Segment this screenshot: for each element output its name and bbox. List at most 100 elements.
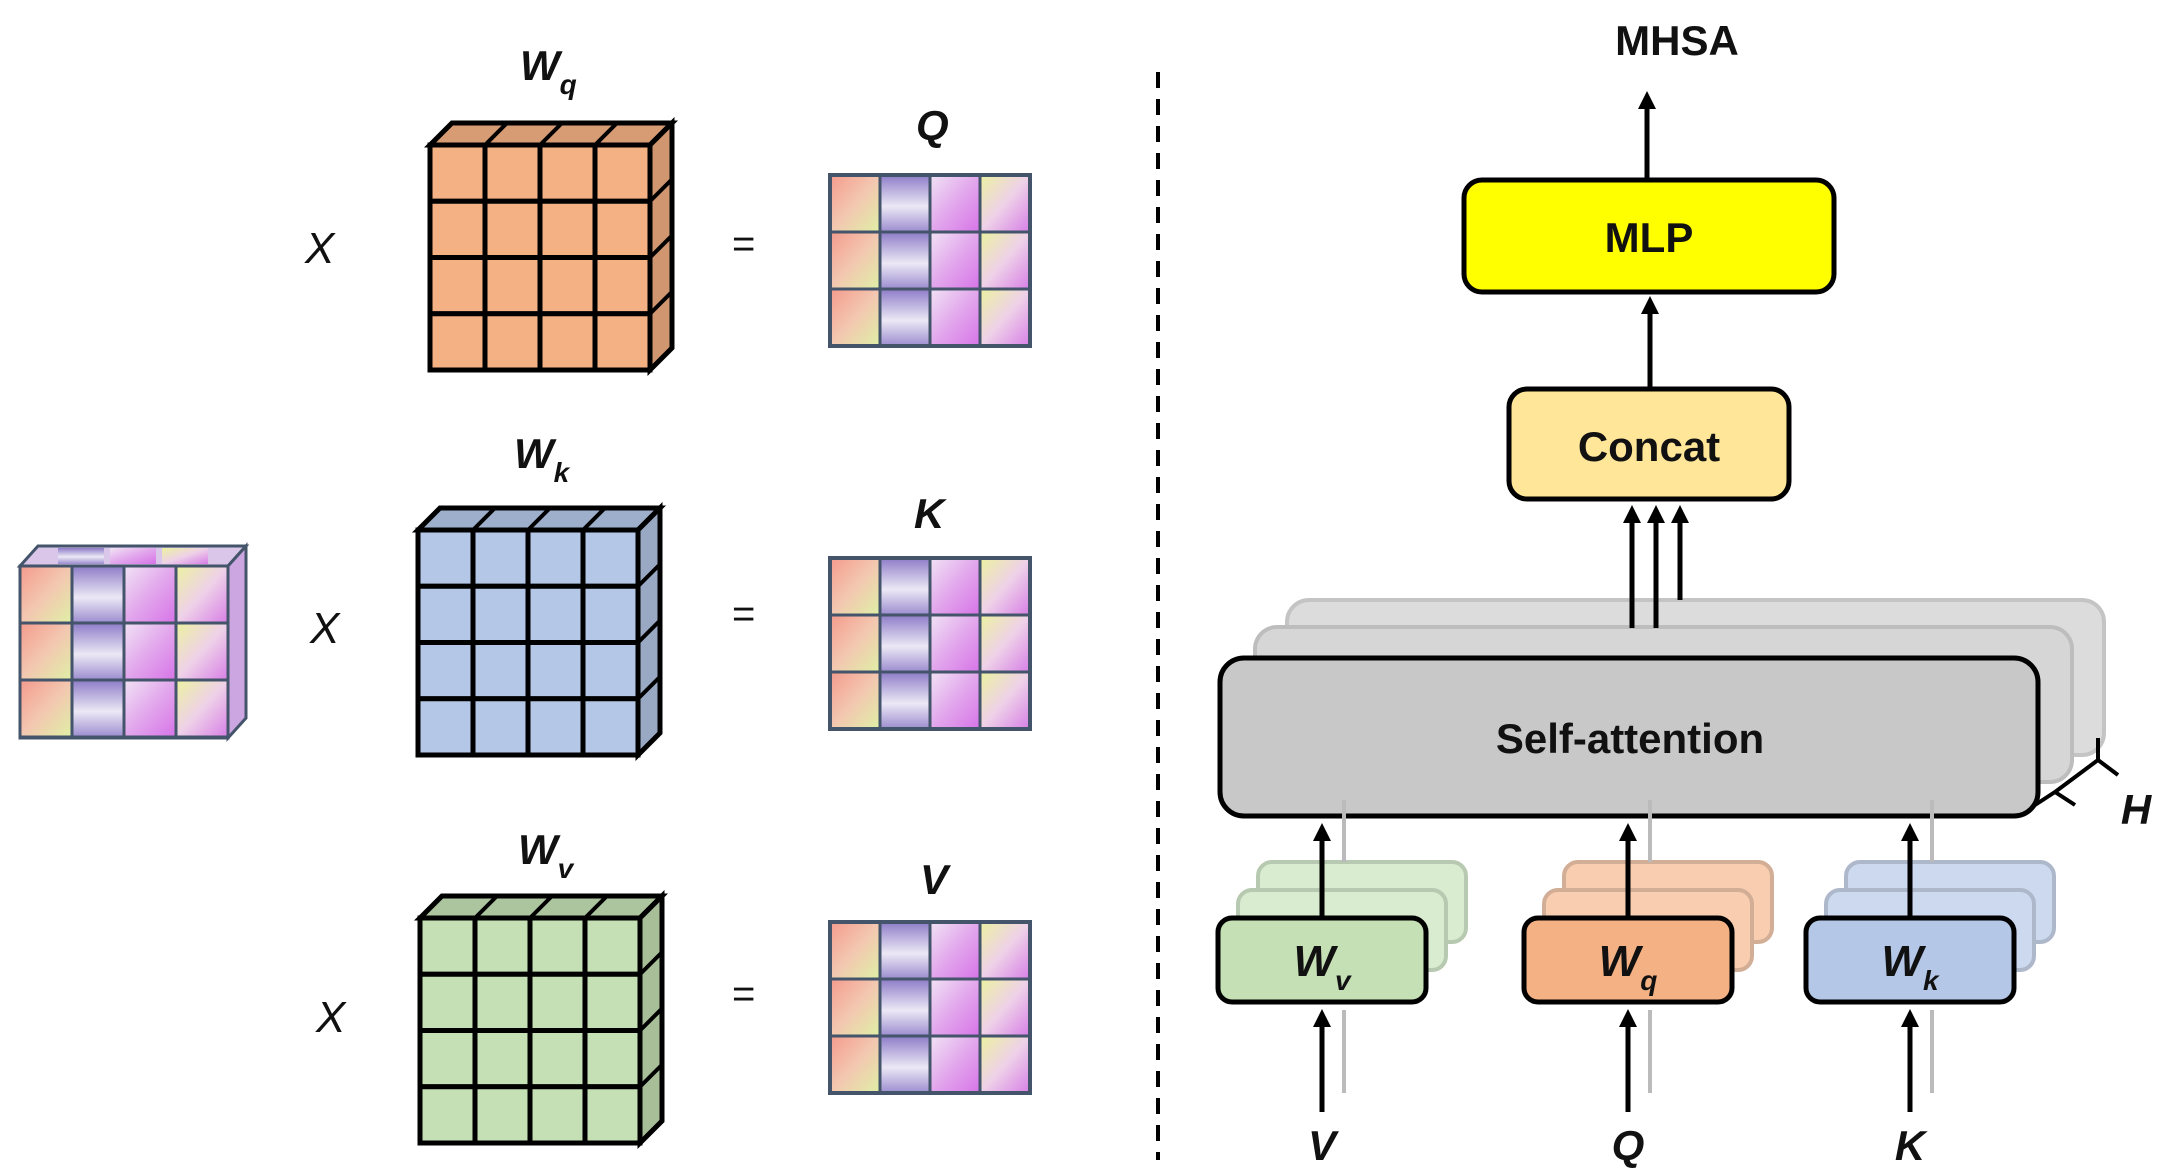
output-cell bbox=[978, 670, 1032, 731]
cube-top-line bbox=[528, 894, 554, 920]
self-attention-block bbox=[1217, 655, 2041, 819]
weight-cell bbox=[592, 142, 653, 204]
projection-stack-v: WvV bbox=[1215, 800, 1468, 1169]
input-label: Q bbox=[1612, 1122, 1645, 1170]
weight-cell bbox=[580, 640, 641, 702]
output-cell bbox=[978, 613, 1032, 674]
weight-cell bbox=[582, 1028, 643, 1090]
weight-cell bbox=[527, 1084, 588, 1146]
cube-side-line bbox=[638, 1063, 664, 1089]
input-cell bbox=[18, 621, 74, 682]
output-cell bbox=[878, 230, 932, 291]
output-cell bbox=[878, 670, 932, 731]
cube-top-line bbox=[583, 894, 609, 920]
output-cell bbox=[928, 613, 982, 674]
cube-top-line bbox=[471, 506, 497, 532]
projection-name: W bbox=[1881, 937, 1926, 986]
output-cell bbox=[978, 556, 1032, 617]
weight-cell bbox=[415, 696, 476, 758]
output-cell bbox=[828, 173, 882, 234]
weight-row-k: Wk X = K bbox=[309, 430, 1032, 762]
output-cell bbox=[828, 977, 882, 1038]
cube-top-line bbox=[581, 506, 607, 532]
weight-cell bbox=[417, 1028, 478, 1090]
mlp-label: MLP bbox=[1605, 214, 1694, 261]
weight-cell bbox=[527, 1028, 588, 1090]
cube-side-line bbox=[648, 234, 674, 259]
output-cell bbox=[928, 173, 982, 234]
cube-top-line bbox=[593, 121, 619, 147]
projection-name: W bbox=[1599, 937, 1644, 986]
input-cell bbox=[122, 678, 178, 739]
weight-v-label: Wv bbox=[518, 826, 575, 884]
output-cell bbox=[928, 920, 982, 981]
weight-cell bbox=[580, 527, 641, 589]
output-cell bbox=[928, 670, 982, 731]
input-cell bbox=[174, 564, 230, 625]
input-cell bbox=[122, 564, 178, 625]
projection-sub: k bbox=[1923, 965, 1940, 996]
weight-cell bbox=[537, 198, 598, 260]
weight-q-label: Wq bbox=[520, 42, 577, 100]
input-cell bbox=[174, 621, 230, 682]
output-cell bbox=[878, 287, 932, 348]
weight-cell bbox=[525, 696, 586, 758]
weight-cell bbox=[525, 640, 586, 702]
weight-cell bbox=[417, 971, 478, 1033]
output-cell bbox=[978, 230, 1032, 291]
output-cell bbox=[928, 1034, 982, 1095]
weight-cell bbox=[525, 583, 586, 645]
cube-top-line bbox=[526, 506, 552, 532]
weight-cell bbox=[427, 311, 488, 373]
output-cell bbox=[978, 1034, 1032, 1095]
weight-cell bbox=[470, 527, 531, 589]
weight-cell bbox=[592, 255, 653, 317]
equals-v: = bbox=[732, 972, 755, 1016]
output-cell bbox=[928, 287, 982, 348]
input-label: K bbox=[1895, 1122, 1928, 1169]
projection-sub: q bbox=[1640, 965, 1657, 996]
weight-cell bbox=[580, 696, 641, 758]
output-cell bbox=[928, 977, 982, 1038]
input-cell bbox=[70, 678, 126, 739]
output-cell bbox=[878, 1034, 932, 1095]
output-cell bbox=[928, 556, 982, 617]
weight-cell bbox=[482, 142, 543, 204]
cube-top-line bbox=[538, 121, 564, 147]
weight-cell bbox=[472, 971, 533, 1033]
cube-side-line bbox=[638, 1007, 664, 1032]
weight-cell bbox=[592, 198, 653, 260]
x-symbol-k: X bbox=[309, 604, 341, 653]
input-label: V bbox=[1308, 1122, 1339, 1169]
self-attention-label: Self-attention bbox=[1496, 715, 1764, 762]
weight-cell bbox=[525, 527, 586, 589]
weight-cell bbox=[415, 640, 476, 702]
weight-cell bbox=[470, 696, 531, 758]
heads-label: H bbox=[2121, 786, 2153, 833]
output-cell bbox=[828, 287, 882, 348]
output-cell bbox=[878, 173, 932, 234]
weight-cell bbox=[427, 198, 488, 260]
projection-stack-k: WkK bbox=[1803, 800, 2056, 1169]
weight-cell bbox=[580, 583, 641, 645]
weight-cell bbox=[472, 1084, 533, 1146]
weight-k-label: Wk bbox=[514, 430, 571, 488]
weight-matrix-v bbox=[413, 889, 669, 1150]
cube-side-line bbox=[636, 675, 662, 701]
concat-block bbox=[1506, 386, 1792, 502]
projection-label: Wk bbox=[1881, 937, 1940, 996]
output-cell bbox=[828, 670, 882, 731]
output-cell bbox=[878, 613, 932, 674]
cube-top-line bbox=[483, 121, 509, 147]
equals-q: = bbox=[732, 222, 755, 266]
output-cell bbox=[828, 613, 882, 674]
output-cell bbox=[878, 977, 932, 1038]
output-matrix-v bbox=[828, 920, 1032, 1095]
weight-cell bbox=[415, 583, 476, 645]
output-cell bbox=[828, 1034, 882, 1095]
output-cell bbox=[878, 556, 932, 617]
weight-cell bbox=[482, 255, 543, 317]
heads-brace bbox=[2033, 738, 2120, 807]
weight-cell bbox=[537, 255, 598, 317]
weight-cell bbox=[537, 142, 598, 204]
